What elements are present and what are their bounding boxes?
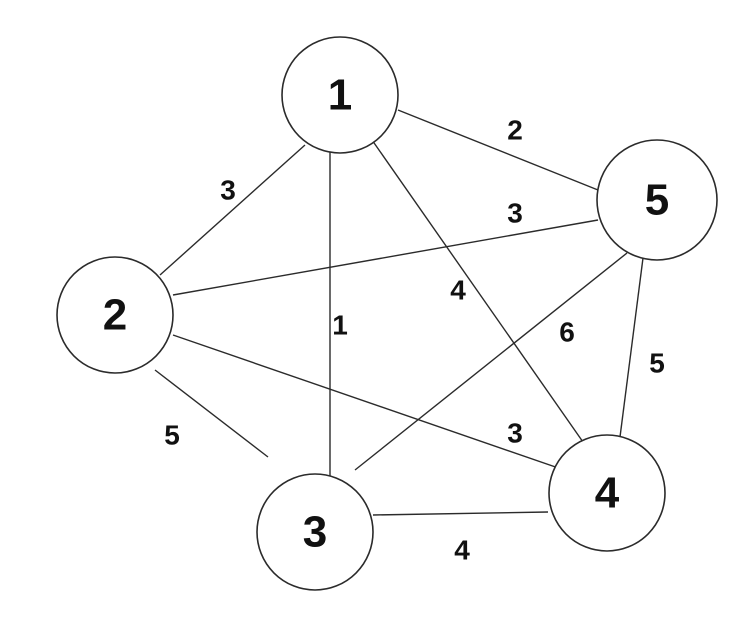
node-2: 2 (56, 256, 174, 374)
node-label-1: 1 (328, 71, 352, 120)
edge-weight-3-5: 6 (559, 317, 575, 348)
edge-1-4 (371, 139, 584, 443)
node-circle-5 (596, 139, 718, 261)
edge-2-5 (172, 219, 599, 296)
node-label-4: 4 (595, 469, 620, 518)
edge-1-5 (397, 109, 599, 191)
edge-weights-layer: 3 1 4 2 3 5 3 6 4 5 (164, 115, 665, 566)
node-circle-1 (281, 36, 399, 154)
edge-weight-1-3: 1 (332, 310, 348, 341)
node-label-2: 2 (103, 291, 127, 340)
node-5: 5 (596, 139, 718, 261)
node-label-3: 3 (303, 508, 327, 557)
edge-weight-5-4: 5 (649, 348, 665, 379)
node-circle-4 (548, 434, 666, 552)
node-4: 4 (548, 434, 666, 552)
edge-5-4 (619, 257, 644, 438)
node-circle-3 (256, 473, 374, 591)
edge-2-4 (172, 334, 571, 473)
edges-layer (154, 109, 644, 516)
edge-3-4 (372, 511, 549, 516)
edge-weight-3-4: 4 (454, 535, 470, 566)
edge-1-2 (159, 144, 306, 276)
edge-weight-1-5: 2 (507, 115, 523, 146)
edge-weight-1-4: 4 (450, 275, 466, 306)
edge-3-5 (354, 252, 628, 471)
node-3: 3 (256, 473, 374, 591)
node-circle-2 (56, 256, 174, 374)
node-label-5: 5 (645, 176, 669, 225)
edge-weight-1-2: 3 (220, 175, 236, 206)
edge-weight-2-3: 5 (164, 420, 180, 451)
nodes-layer: 1 2 3 4 5 (56, 36, 718, 591)
node-1: 1 (281, 36, 399, 154)
edge-weight-2-4: 3 (507, 418, 523, 449)
edge-weight-2-5: 3 (507, 198, 523, 229)
edge-2-3 (154, 369, 269, 458)
